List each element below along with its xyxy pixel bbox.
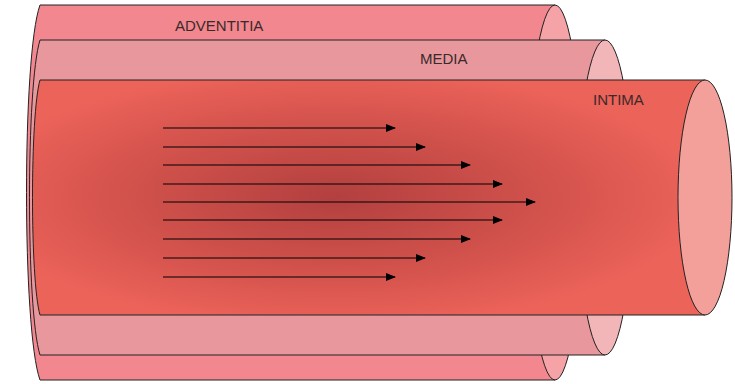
layer-label: INTIMA	[593, 92, 644, 107]
layer-label: MEDIA	[420, 51, 468, 66]
layer-label: ADVENTITIA	[175, 18, 263, 33]
intima-layer	[33, 80, 733, 315]
flow-arrows	[163, 128, 535, 277]
